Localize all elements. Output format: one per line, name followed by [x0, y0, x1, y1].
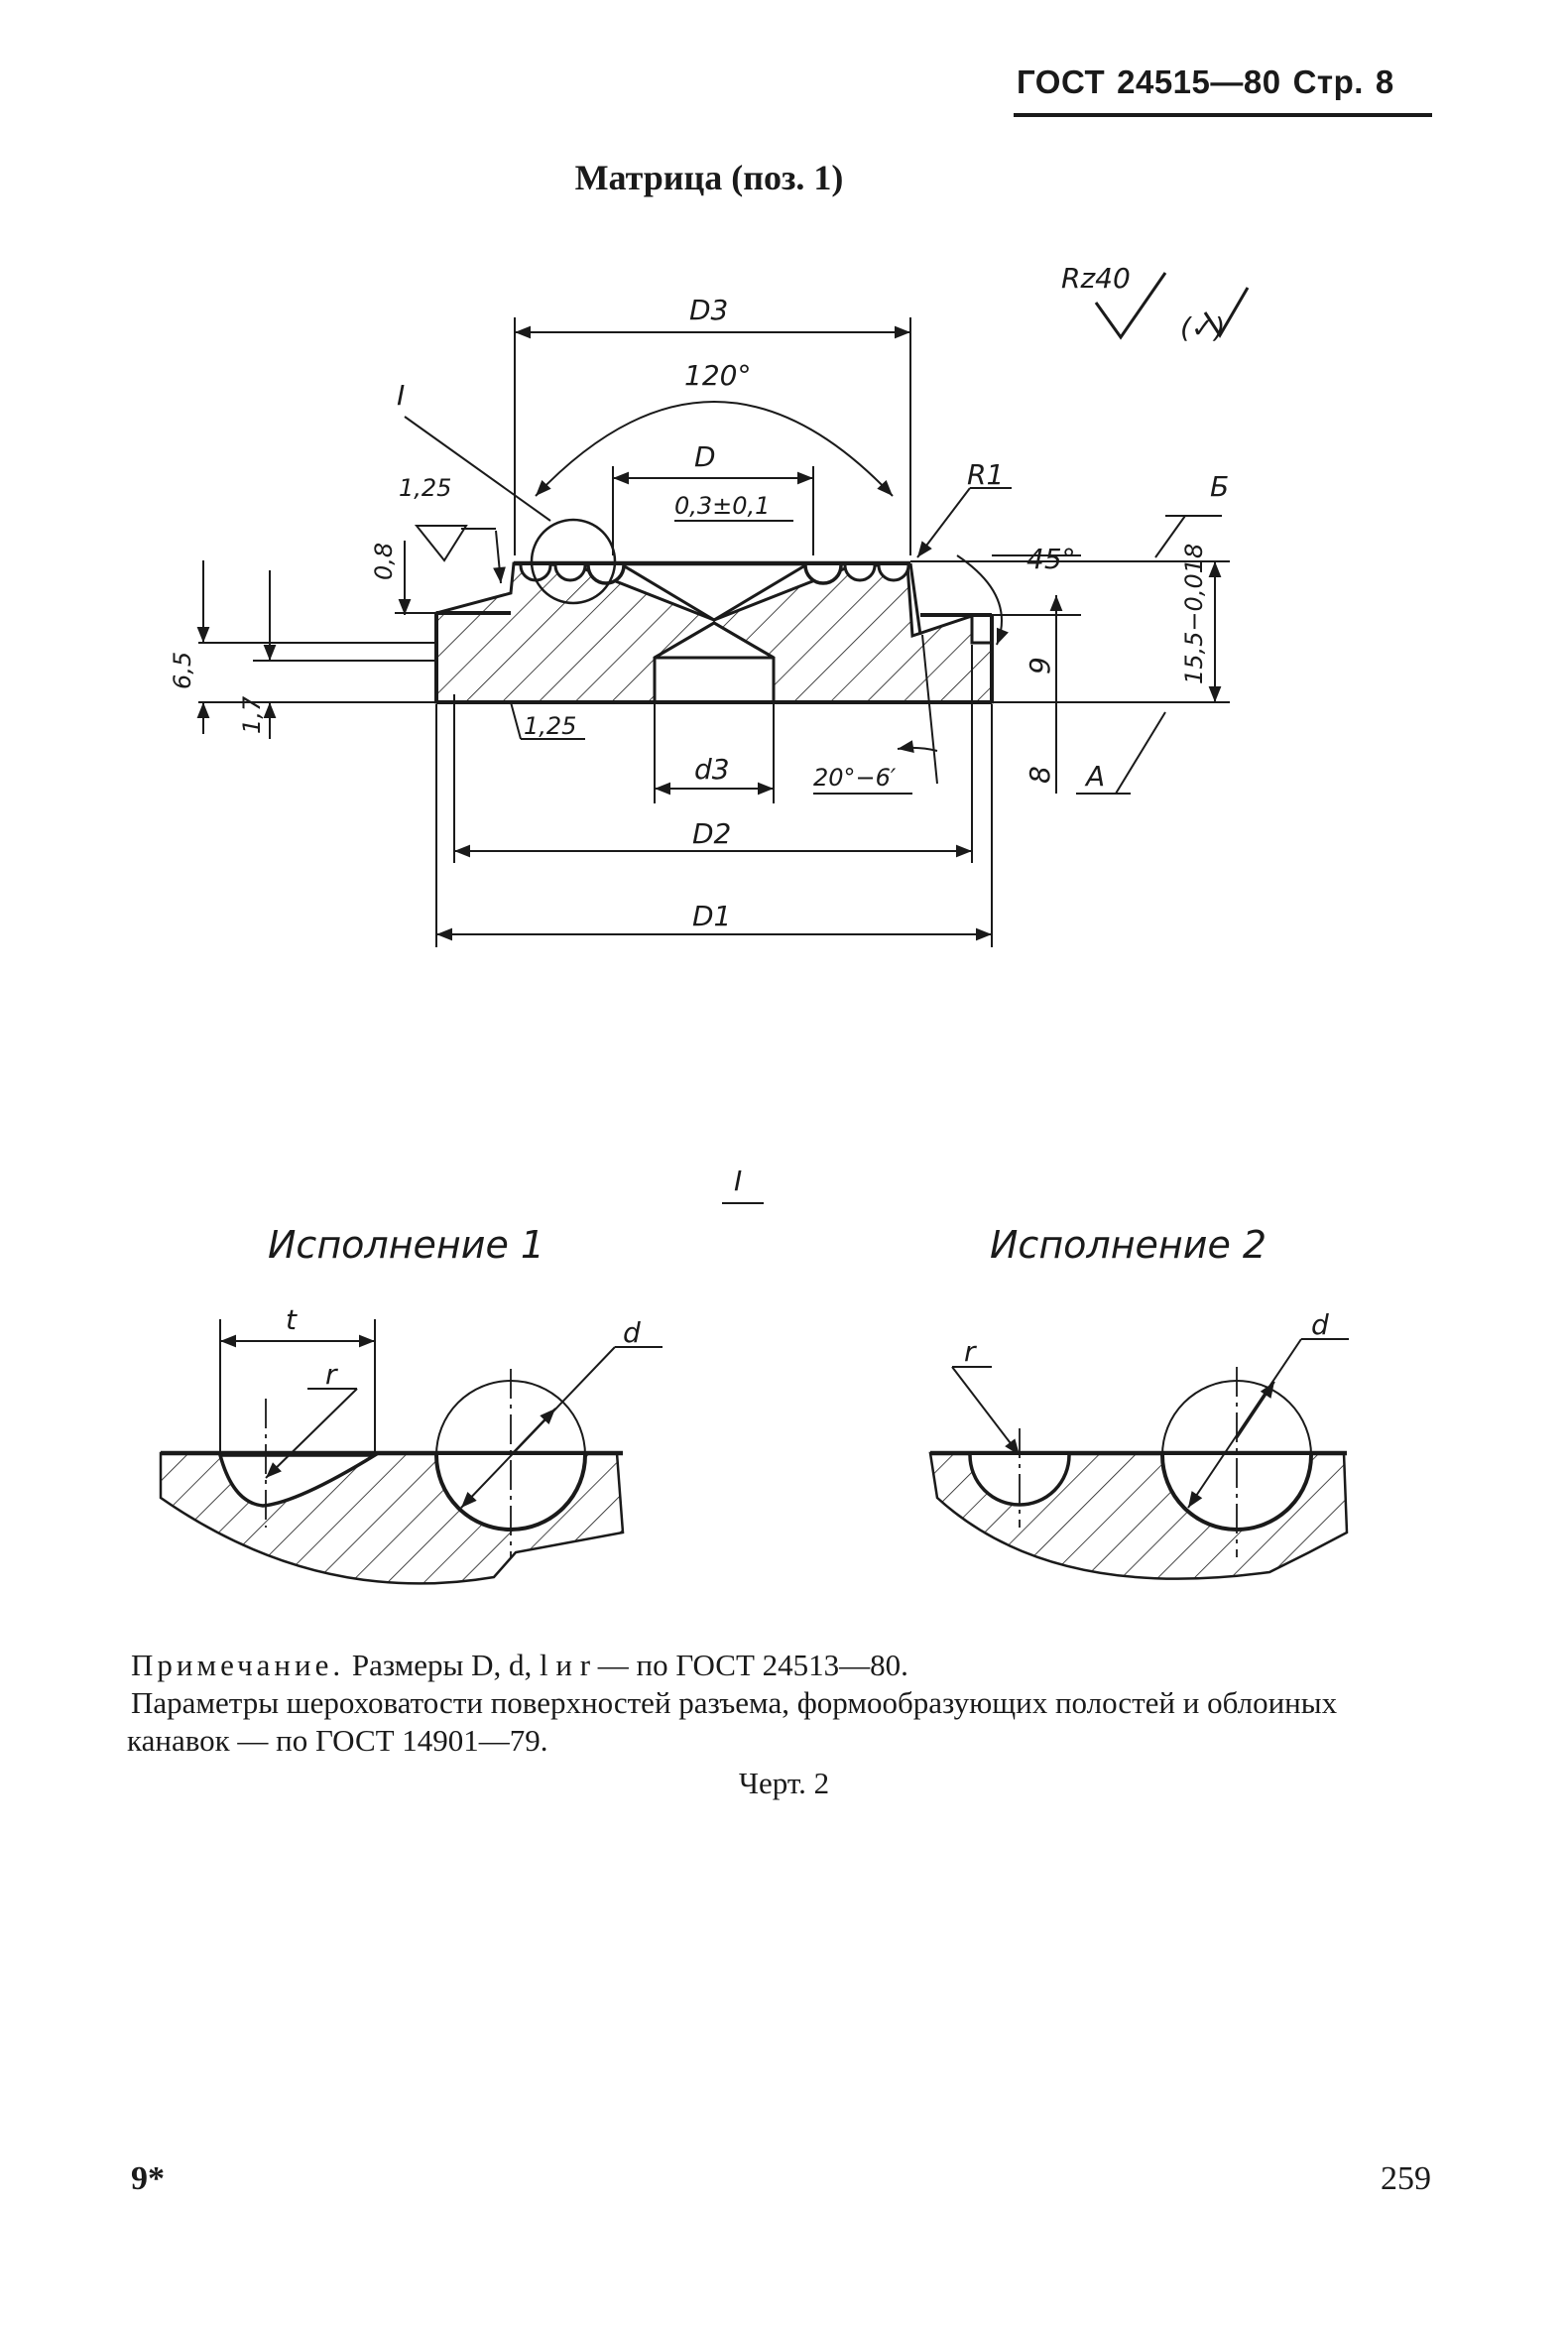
- header-page-label: Стр.: [1292, 63, 1364, 100]
- groove-left-2: [553, 564, 587, 582]
- dim-D: D: [694, 440, 716, 473]
- dim-D3: D3: [689, 294, 728, 326]
- detail-variant-1: [159, 1319, 663, 1585]
- dim-h17: 1,7: [238, 695, 266, 734]
- matrix-section-view: [434, 518, 994, 704]
- cavity-right: [803, 564, 843, 585]
- header-page-number: 8: [1375, 63, 1394, 100]
- bottom-cone: [654, 621, 775, 660]
- dim-h8: 8: [1024, 766, 1056, 784]
- dim-B: Б: [1210, 470, 1229, 503]
- detail-circle: [530, 518, 617, 605]
- dim-h155: 15,5−0,018: [1180, 544, 1208, 684]
- dim-h65: 6,5: [169, 652, 196, 689]
- dim-d3: d3: [694, 753, 730, 786]
- page-number: 259: [1381, 2160, 1431, 2197]
- detail1-r: r: [325, 1358, 338, 1391]
- variant-1-label: Исполнение 1: [268, 1223, 544, 1267]
- detail2-r: r: [964, 1335, 977, 1368]
- dim-angle-120: 120°: [684, 359, 751, 392]
- detail-ref-I: I: [397, 379, 405, 412]
- note-block: Примечание. Размеры D, d, l и r — по ГОС…: [127, 1647, 1446, 1760]
- header-standard: ГОСТ: [1017, 63, 1106, 100]
- groove-right-2: [877, 564, 910, 582]
- dim-D1: D1: [692, 900, 731, 932]
- note-text-1: Размеры D, d, l и r — по ГОСТ 24513—80.: [351, 1648, 908, 1682]
- note-line-1: Примечание. Размеры D, d, l и r — по ГОС…: [127, 1647, 1446, 1684]
- dim-angle-45: 45°: [1026, 543, 1076, 575]
- groove-right-1: [843, 564, 877, 582]
- dim-h08: 0,8: [370, 543, 398, 580]
- roughness-symbol: [1094, 272, 1250, 340]
- detail-label: I: [734, 1165, 742, 1197]
- footer-signature: 9*: [131, 2160, 165, 2197]
- detail-variant-2: [928, 1338, 1349, 1580]
- detail2-d: d: [1311, 1308, 1329, 1341]
- header-rule: [1014, 113, 1432, 117]
- dim-R1: R1: [967, 458, 1004, 491]
- central-cone: [622, 563, 806, 622]
- page-header: ГОСТ 24515—80 Стр. 8: [1017, 63, 1406, 101]
- dim-roughness-125-bottom: 1,25: [524, 712, 576, 740]
- dim-D2: D2: [692, 817, 731, 850]
- dim-h9: 9: [1024, 657, 1056, 674]
- dim-groove: 0,3±0,1: [674, 492, 770, 520]
- header-number: 24515—80: [1117, 63, 1281, 100]
- roughness-paren: (✓): [1180, 311, 1225, 344]
- matrix-body: [434, 561, 994, 704]
- roughness-rz40: Rz40: [1061, 262, 1131, 295]
- figure-caption: Черт. 2: [738, 1766, 830, 1800]
- dim-roughness-125-top: 1,25: [399, 474, 451, 502]
- note-label: Примечание.: [131, 1648, 345, 1682]
- detail1-t: t: [286, 1303, 298, 1336]
- dimension-lines: [196, 317, 1230, 947]
- dim-angle-20: 20°−6′: [813, 764, 897, 792]
- variant-2-label: Исполнение 2: [990, 1223, 1266, 1267]
- detail1-d: d: [623, 1316, 641, 1349]
- dim-A: А: [1084, 760, 1105, 793]
- note-line-2: Параметры шероховатости поверхностей раз…: [127, 1685, 1338, 1758]
- drawing-title: Матрица (поз. 1): [574, 158, 844, 197]
